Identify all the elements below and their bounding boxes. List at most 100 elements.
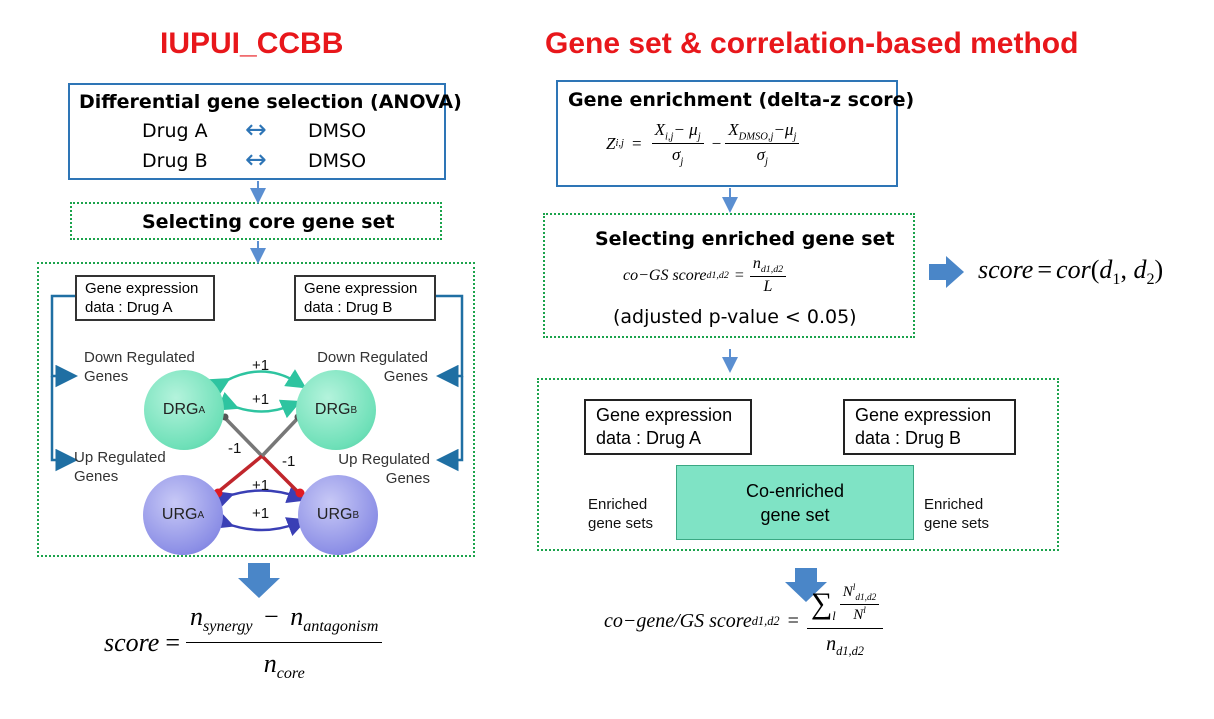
- down-block-arrow-icon: [785, 568, 827, 602]
- expr-box-line: Gene expression: [304, 280, 418, 297]
- correlation-score-formula: score=cor(d1, d2): [978, 255, 1163, 289]
- math-sub: i,j: [664, 131, 674, 143]
- center-line: gene set: [760, 504, 830, 525]
- math-var: d: [1099, 255, 1113, 284]
- cross-edge: [223, 416, 264, 458]
- math-sub: i,j: [615, 138, 624, 150]
- math-var: N: [853, 607, 864, 623]
- cross-edge: [260, 416, 300, 458]
- down-regulated-label-right: Down Regulated Genes: [304, 348, 428, 386]
- math-sub: j: [793, 131, 797, 143]
- edge-weight-label: +1: [252, 391, 270, 408]
- node-label: URG: [161, 506, 198, 523]
- node-label: URG: [316, 506, 353, 523]
- node-sub: B: [352, 509, 360, 521]
- node-label: DRG: [314, 401, 351, 418]
- term-fraction: XDMSO,j−μj σj: [725, 120, 800, 168]
- formula-denominator: ncore: [264, 643, 305, 683]
- formula-fraction: ∑l Nld1,d2 Nl nd1,d2: [806, 583, 884, 659]
- up-regulated-label-right: Up Regulated Genes: [320, 450, 430, 488]
- math-sub: 2: [1146, 271, 1155, 289]
- math-sub: j: [765, 156, 768, 168]
- formula-lhs: score: [104, 627, 160, 657]
- expr-box-drug-a: Gene expression data : Drug A: [75, 275, 215, 321]
- center-line: Co-enriched: [745, 480, 845, 501]
- expr-box-line: data : Drug A: [596, 428, 702, 448]
- cross-edge: [216, 454, 264, 494]
- right-title: Gene set & correlation-based method: [545, 27, 1079, 60]
- expr-box-drug-a: Gene expression data : Drug A: [584, 399, 752, 455]
- cross-edge: [260, 454, 300, 494]
- label-line: Down Regulated: [317, 349, 428, 366]
- sum-symbol: ∑: [810, 586, 833, 620]
- math-var: −μ: [773, 120, 794, 139]
- math-var: σ: [756, 145, 766, 165]
- math-var: − μ: [673, 120, 698, 139]
- up-regulated-label-left: Up Regulated Genes: [74, 448, 166, 486]
- math-sup: l: [852, 583, 856, 593]
- comma: ,: [1120, 255, 1134, 284]
- label-line: Genes: [385, 470, 430, 487]
- formula-fraction: nsynergy − nantagonism ncore: [186, 602, 383, 683]
- math-sub: l: [832, 609, 836, 623]
- term-numerator: Xi,j− μj: [651, 120, 704, 145]
- co-enriched-gene-set: Co-enriched gene set: [676, 465, 914, 540]
- math-sup: l: [863, 606, 866, 616]
- math-sub: d1,d2: [855, 593, 877, 603]
- formula-numerator: ∑l Nld1,d2 Nl: [806, 583, 884, 629]
- synergy-score-formula: score = nsynergy − nantagonism ncore: [104, 602, 383, 683]
- drg-link-arrow: [208, 369, 307, 397]
- math-sub: synergy: [203, 618, 253, 636]
- node-sub: B: [350, 404, 358, 416]
- down-block-arrow-icon: [238, 563, 280, 598]
- expr-box-line: Gene expression: [596, 405, 733, 425]
- edge-weight-label: +1: [252, 357, 270, 374]
- label-line: gene sets: [588, 515, 654, 532]
- math-var: Z: [606, 133, 616, 153]
- paren-close: ): [1154, 255, 1164, 284]
- label-line: gene sets: [924, 515, 990, 532]
- paren-open: (: [1090, 255, 1100, 284]
- expr-box-line: Gene expression: [85, 280, 199, 297]
- bidirectional-arrow-icon: ↔: [245, 145, 267, 175]
- math-sub: antagonism: [303, 618, 379, 636]
- core-gene-title: Selecting core gene set: [142, 211, 395, 233]
- node-sub: A: [198, 404, 206, 416]
- formula-numerator: nsynergy − nantagonism: [186, 602, 383, 644]
- inner-fraction: Nld1,d2 Nl: [839, 583, 880, 624]
- p-value-note: (adjusted p-value < 0.05): [613, 306, 857, 328]
- expr-box-line: Gene expression: [855, 405, 992, 425]
- term-fraction: Xi,j− μj σj: [651, 120, 704, 168]
- term-denominator: σj: [672, 144, 683, 167]
- node-label: DRG: [162, 401, 199, 418]
- math-op: −: [264, 602, 279, 631]
- anova-drug-b: Drug B: [142, 150, 208, 172]
- expr-box-line: data : Drug B: [304, 299, 393, 316]
- math-sub: core: [276, 665, 305, 683]
- label-line: Genes: [84, 368, 129, 385]
- inner-denominator: Nl: [853, 605, 866, 624]
- math-var: n: [190, 602, 204, 631]
- left-title: IUPUI_CCBB: [160, 27, 344, 60]
- edge-weight-label: +1: [252, 477, 270, 494]
- gene-enrichment-title: Gene enrichment (delta-z score): [568, 89, 915, 111]
- math-var: X: [654, 120, 665, 139]
- math-var: d: [1133, 255, 1147, 284]
- math-var: co−gene/GS score: [604, 609, 752, 632]
- expr-box-drug-b: Gene expression data : Drug B: [843, 399, 1016, 455]
- anova-title: Differential gene selection (ANOVA): [79, 91, 462, 113]
- math-var: score: [978, 255, 1034, 284]
- expr-box-line: data : Drug B: [855, 428, 962, 448]
- inner-numerator: Nld1,d2: [839, 583, 880, 605]
- urg-link-arrow: [212, 510, 308, 536]
- label-line: Up Regulated: [74, 449, 166, 466]
- formula-denominator: L: [763, 278, 773, 296]
- math-sub: d1,d2: [706, 270, 729, 282]
- label-line: Enriched: [588, 496, 648, 513]
